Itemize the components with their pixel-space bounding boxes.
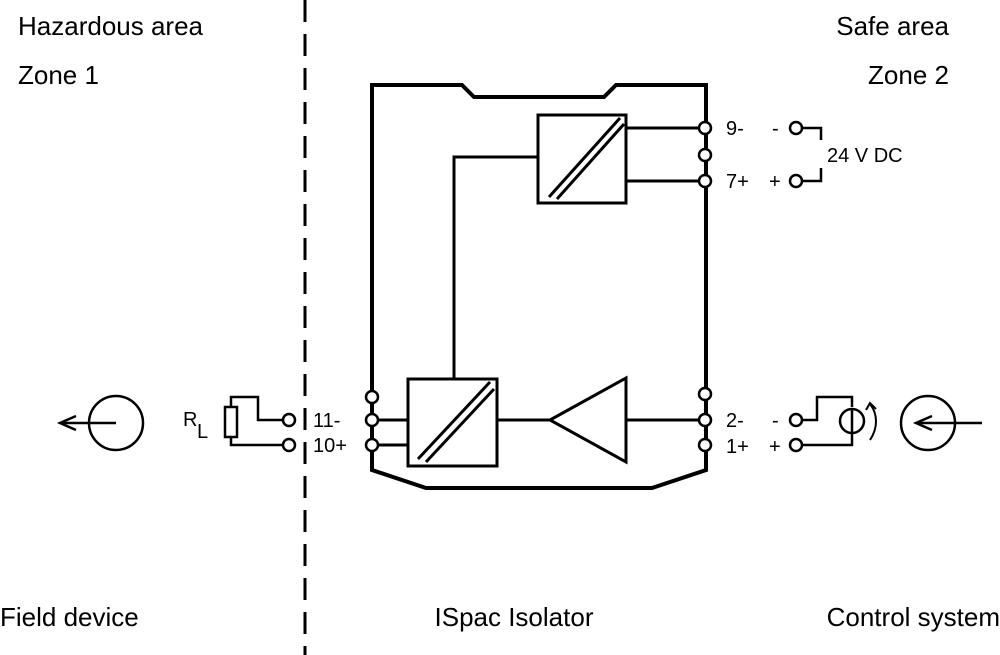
terminal-1-icon xyxy=(697,437,713,453)
safe-sign-pos: + xyxy=(769,436,781,458)
field-wiring xyxy=(229,395,297,453)
supply-voltage-label: 24 V DC xyxy=(827,145,903,167)
terminal-8-icon xyxy=(697,147,713,163)
isolator-housing xyxy=(370,83,708,490)
safe-zone-label: Zone 2 xyxy=(868,60,949,90)
load-resistor-symbol: R xyxy=(183,409,197,431)
safe-terminal-pos-label: 1+ xyxy=(726,436,749,458)
hazardous-area-title: Hazardous area xyxy=(18,11,204,41)
resistor-icon xyxy=(223,405,239,439)
terminal-12-icon xyxy=(364,389,380,405)
supply-sign-pos: + xyxy=(769,171,781,193)
control-wiring xyxy=(788,395,854,453)
hazardous-terminal-neg-label: 11- xyxy=(313,410,340,432)
supply-terminal-neg-label: 9- xyxy=(726,118,744,140)
control-system-caption: Control system xyxy=(827,602,1000,632)
terminal-10-icon xyxy=(364,437,380,453)
supply-sign-neg: - xyxy=(772,118,779,140)
hazardous-zone-label: Zone 1 xyxy=(18,60,99,90)
terminal-3-icon xyxy=(697,386,713,402)
terminal-7-icon xyxy=(697,173,713,189)
safe-area-title: Safe area xyxy=(836,11,949,41)
housing-terminals xyxy=(364,120,713,453)
internal-wiring xyxy=(377,126,704,447)
signal-converter-icon xyxy=(406,377,499,468)
terminal-2-icon xyxy=(697,412,713,428)
terminal-11-icon xyxy=(364,412,380,428)
field-device-caption: Field device xyxy=(0,602,139,632)
isolator-caption: ISpac Isolator xyxy=(435,602,594,632)
safe-terminal-neg-label: 2- xyxy=(726,410,744,432)
terminal-9-icon xyxy=(697,120,713,136)
hazardous-terminal-pos-label: 10+ xyxy=(313,435,347,457)
current-source-icon xyxy=(838,401,877,441)
supply-wiring xyxy=(788,120,823,189)
power-converter-icon xyxy=(536,113,628,205)
load-resistor-subscript: L xyxy=(197,421,208,443)
control-system-input-icon xyxy=(899,394,982,452)
safe-sign-neg: - xyxy=(772,410,779,432)
amplifier-triangle-icon xyxy=(546,375,628,465)
supply-terminal-pos-label: 7+ xyxy=(726,171,749,193)
field-device-meter-icon xyxy=(56,394,145,452)
